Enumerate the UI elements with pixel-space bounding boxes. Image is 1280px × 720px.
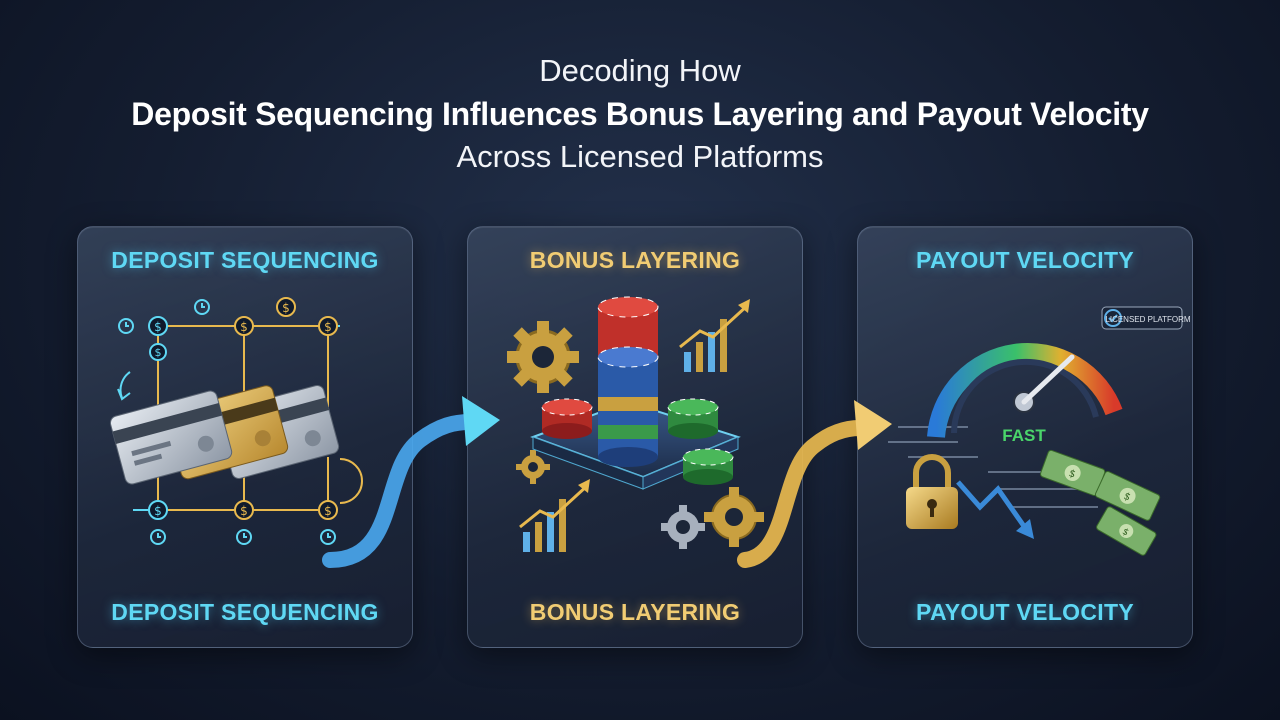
padlock-icon bbox=[906, 454, 958, 529]
bonus-layering-illustration bbox=[507, 296, 764, 552]
svg-text:$: $ bbox=[282, 301, 290, 315]
svg-text:$: $ bbox=[240, 320, 248, 334]
svg-text:$: $ bbox=[240, 504, 248, 518]
downtrend-arrow-icon bbox=[956, 480, 1034, 539]
title-line-1: Decoding How bbox=[539, 53, 741, 88]
payout-velocity-panel: PAYOUT VELOCITY bbox=[857, 226, 1193, 648]
panel-title-bonus-layering: BONUS LAYERING bbox=[529, 247, 741, 273]
panel-caption-payout-velocity: PAYOUT VELOCITY bbox=[916, 599, 1134, 625]
gear-icon-small bbox=[516, 450, 550, 484]
bonus-layering-panel: BONUS LAYERING bbox=[467, 226, 803, 648]
growth-chart-icon-top bbox=[679, 299, 750, 372]
page-title: Decoding How Deposit Sequencing Influenc… bbox=[0, 50, 1280, 178]
title-line-3: Across Licensed Platforms bbox=[456, 139, 824, 174]
svg-text:$: $ bbox=[155, 346, 162, 359]
speedometer-icon bbox=[927, 343, 1123, 438]
licensed-platform-badge: LICENSED PLATFORM bbox=[1101, 306, 1191, 330]
panel-caption-bonus-layering: BONUS LAYERING bbox=[529, 599, 741, 625]
credit-card-icons bbox=[109, 385, 340, 485]
svg-text:$: $ bbox=[154, 504, 162, 518]
deposit-sequencing-panel: DEPOSIT SEQUENCING $ $ $ bbox=[77, 226, 413, 648]
dollar-node-icons: $ $ $ $ $ $ $ $ bbox=[148, 297, 338, 520]
svg-text:$: $ bbox=[324, 504, 332, 518]
svg-text:$: $ bbox=[324, 320, 332, 334]
growth-chart-icon-bottom bbox=[519, 479, 590, 552]
panel-title-deposit-sequencing: DEPOSIT SEQUENCING bbox=[111, 247, 379, 273]
deposit-sequencing-illustration: $ $ $ $ $ $ $ $ bbox=[109, 297, 363, 545]
cash-bills-icon: $ $ $ bbox=[1040, 449, 1161, 556]
red-chip-left bbox=[541, 398, 593, 439]
svg-text:$: $ bbox=[1120, 527, 1130, 539]
payout-velocity-illustration: FAST LICENSED PLATFORM $ bbox=[888, 306, 1191, 556]
blue-chip-stack bbox=[597, 346, 659, 467]
badge-label: LICENSED PLATFORM bbox=[1105, 315, 1191, 324]
gear-icon-bottom bbox=[704, 487, 764, 547]
panel-title-payout-velocity: PAYOUT VELOCITY bbox=[916, 247, 1134, 273]
svg-text:$: $ bbox=[1122, 491, 1132, 504]
title-line-2: Deposit Sequencing Influences Bonus Laye… bbox=[131, 96, 1149, 132]
green-chip-right bbox=[667, 398, 719, 439]
green-chip-bottom bbox=[682, 448, 734, 485]
gear-icon-silver bbox=[661, 505, 705, 549]
svg-text:$: $ bbox=[1067, 468, 1077, 481]
gauge-label: FAST bbox=[1002, 426, 1046, 445]
svg-text:$: $ bbox=[154, 320, 162, 334]
gear-icon-large bbox=[507, 321, 579, 393]
panel-caption-deposit-sequencing: DEPOSIT SEQUENCING bbox=[111, 599, 379, 625]
